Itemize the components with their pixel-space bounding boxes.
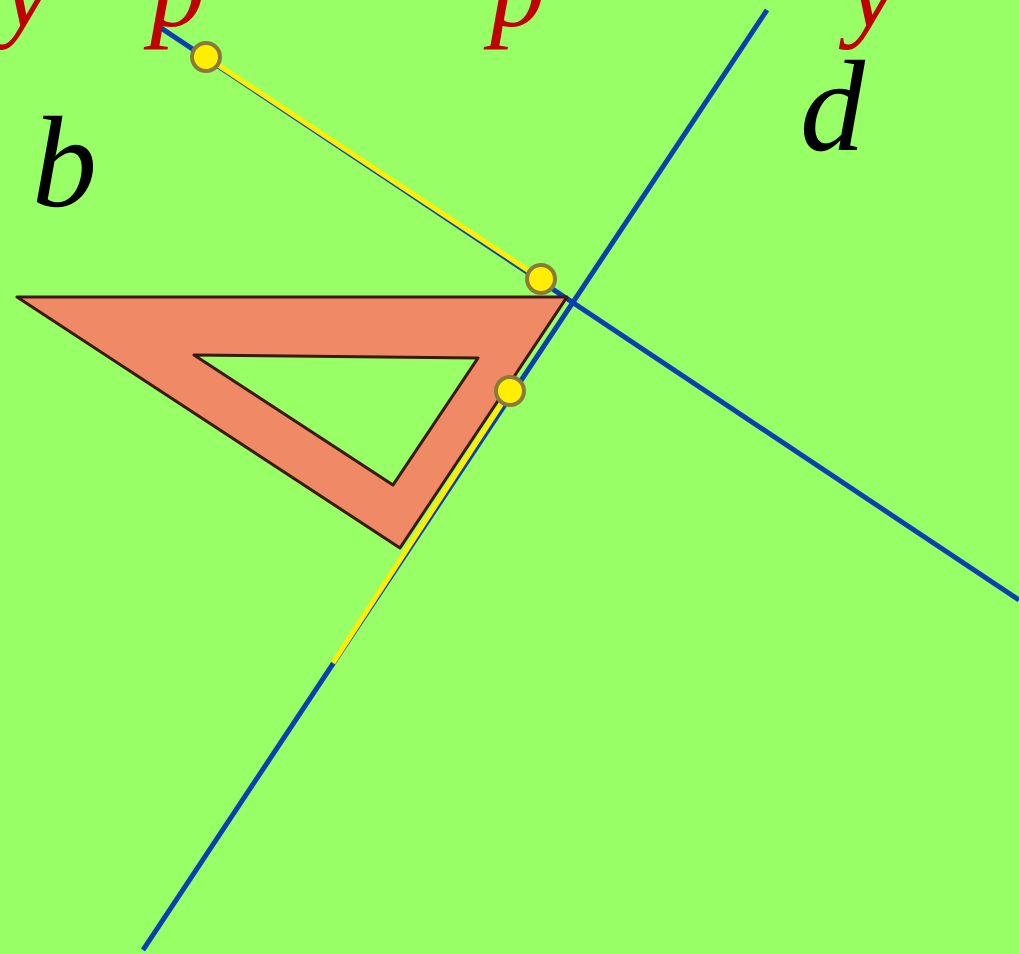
title-fragment-1: y (2, 0, 51, 44)
helper-segment-b (204, 54, 543, 282)
point-2[interactable] (525, 263, 557, 295)
set-square[interactable] (15, 295, 569, 550)
line-d-label: d (800, 35, 865, 179)
title-fragment-2: p (150, 0, 205, 44)
helper-segment-d (330, 389, 513, 665)
line-b-label: b (32, 91, 97, 235)
point-1[interactable] (190, 41, 222, 73)
title-fragment-3: p (490, 0, 545, 44)
title-fragment-4: y (848, 0, 897, 44)
point-3[interactable] (494, 375, 526, 407)
